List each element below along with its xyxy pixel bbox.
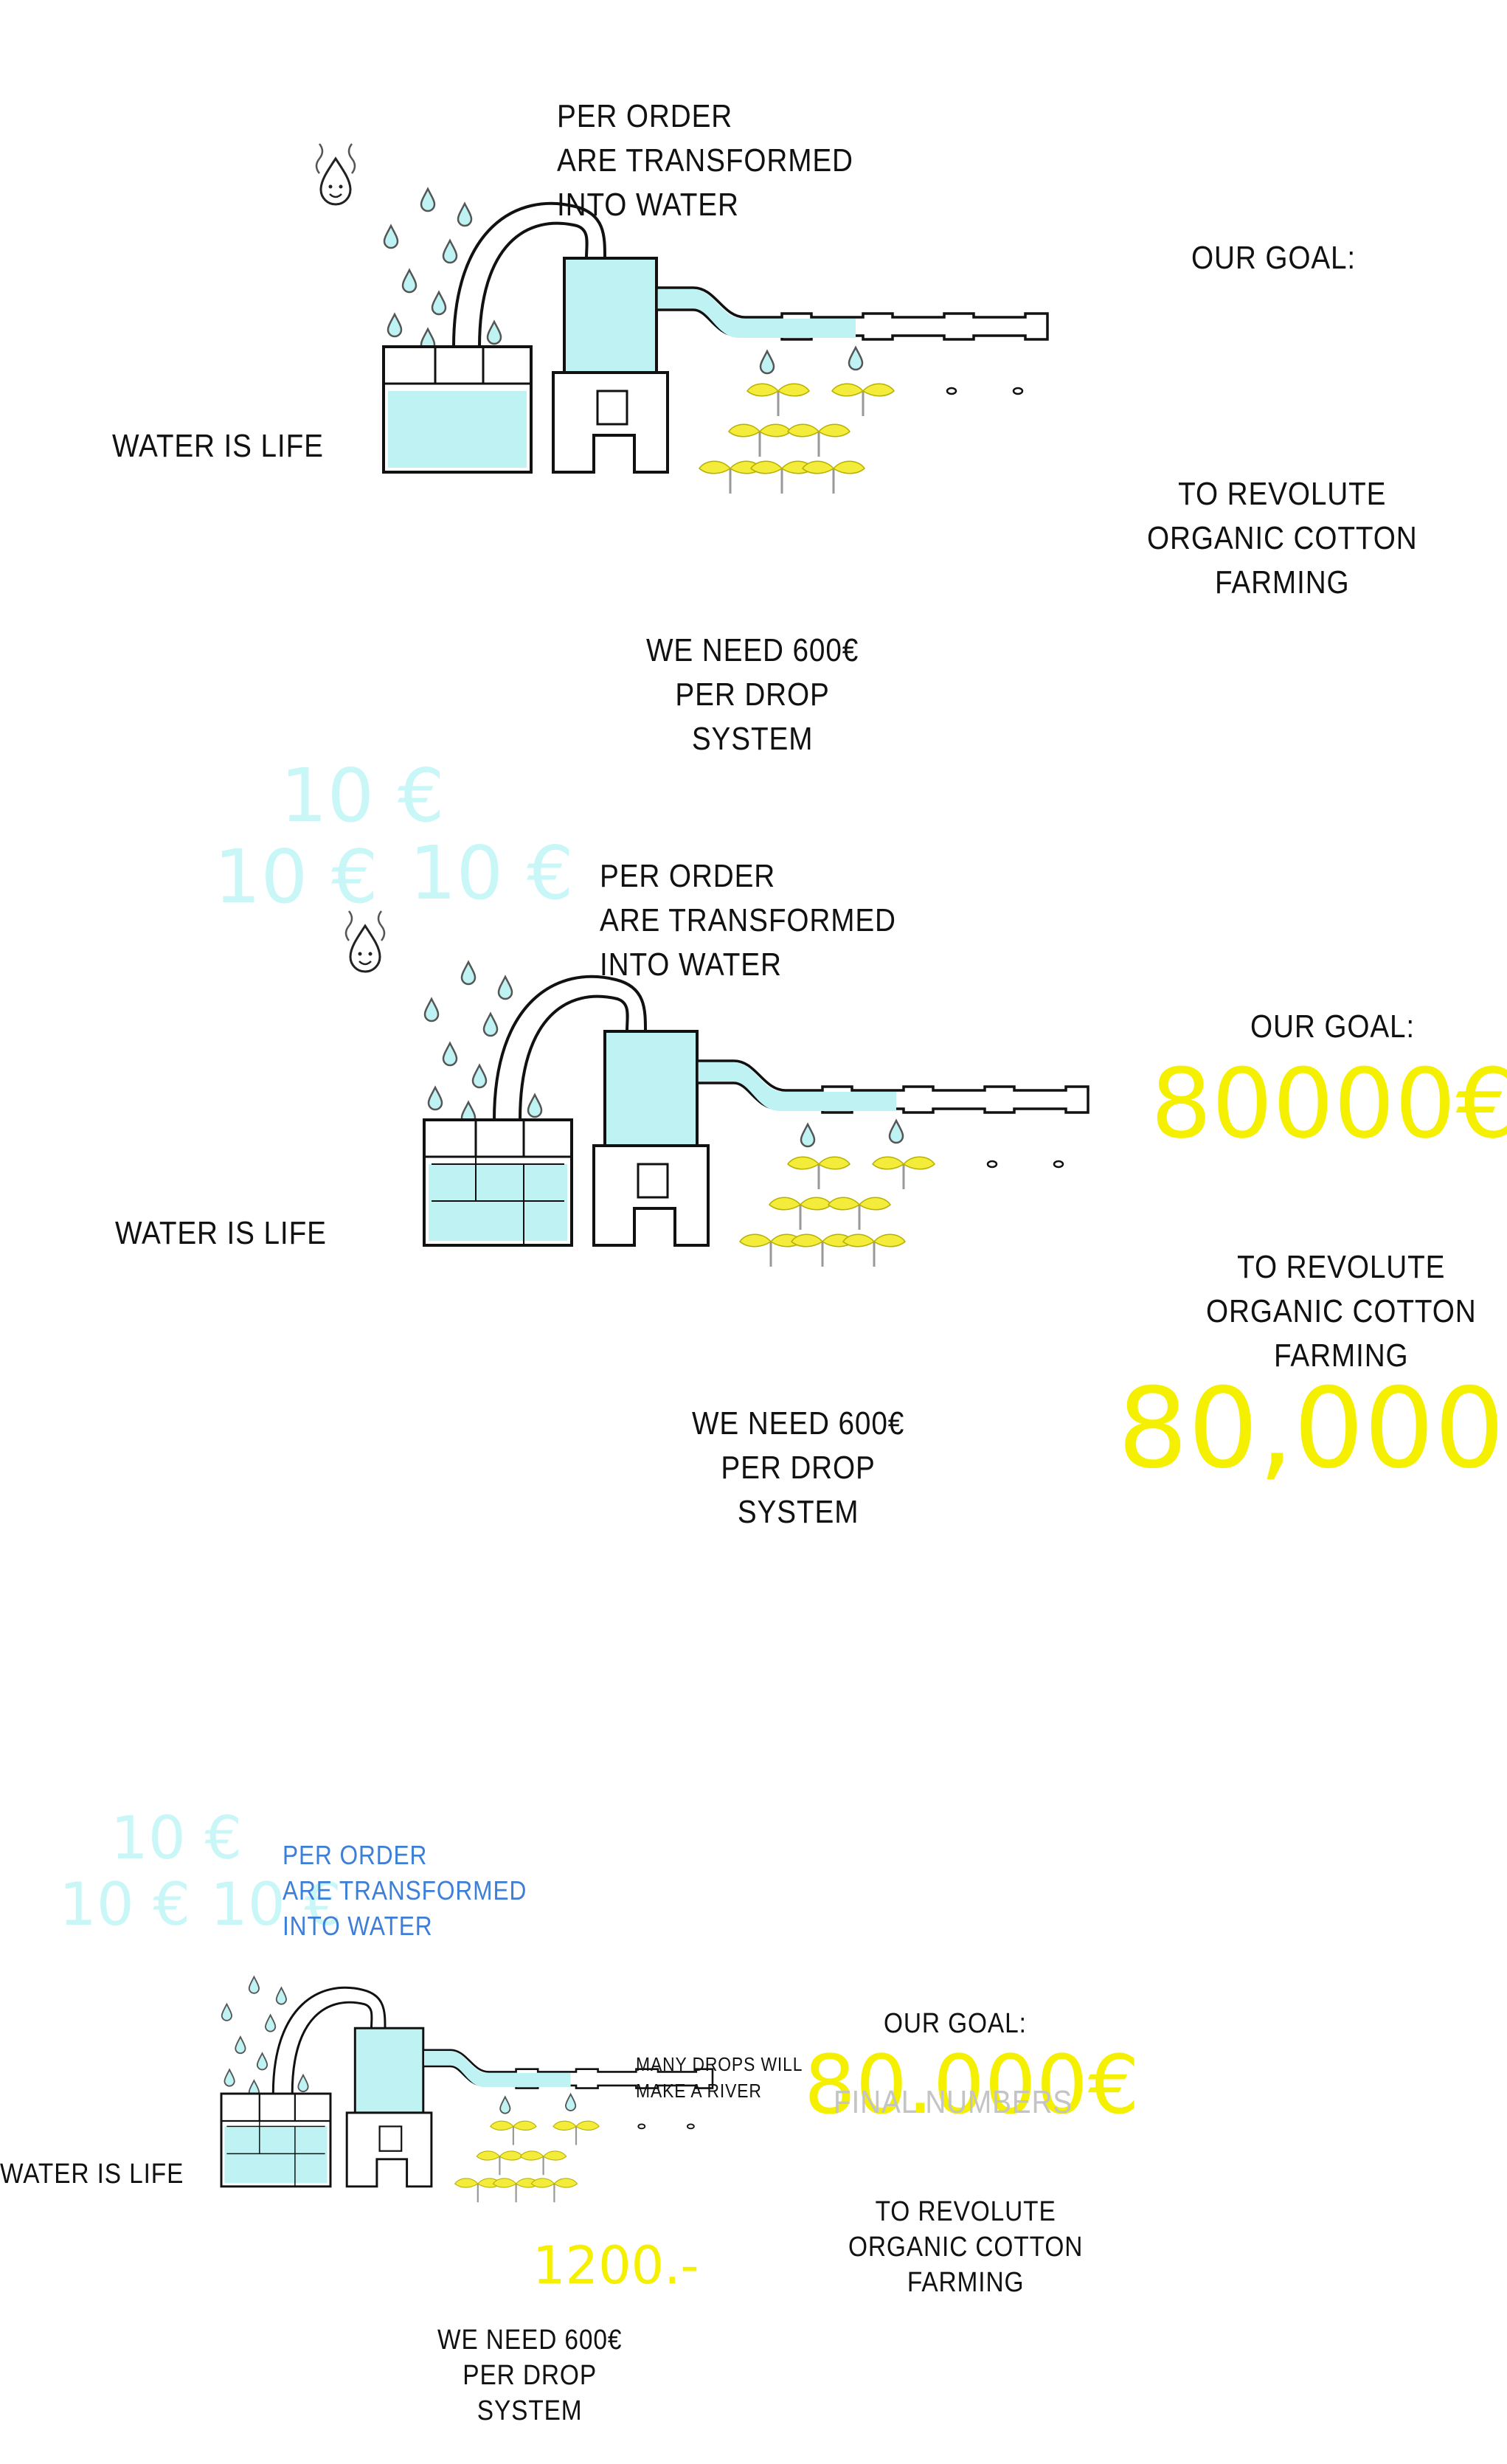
panel-3-euro-tag-1: 10 € — [111, 1804, 243, 1872]
panel-3-water-is-life: WATER IS LIFE — [0, 2159, 184, 2190]
panel-2-goal-amount: 80000€ — [1151, 1048, 1507, 1160]
panel-3-goal-amount: 80.000€ — [804, 2038, 1140, 2132]
panel-3-machine — [221, 1977, 713, 2203]
panel-2-euro-tag-2: 10 € — [214, 834, 378, 920]
panel-3-final-numbers: FINAL NUMBERS — [834, 2084, 1073, 2120]
panel-2-euro-tag-3: 10 € — [409, 830, 574, 916]
panel-2-euro-tag-1: 10 € — [280, 752, 445, 839]
panel-3-euro-tag-2: 10 € — [59, 1870, 191, 1939]
panel-3-amount-overlay: 1200.- — [533, 2235, 699, 2296]
panel-2-big-number: 80,000 — [1118, 1365, 1505, 1493]
illustration-layer — [0, 142, 1507, 2352]
panel-1-water-is-life: WATER IS LIFE — [112, 428, 324, 464]
water-character-icon — [315, 142, 356, 206]
panel-2-water-is-life: WATER IS LIFE — [115, 1215, 327, 1251]
panel-2-machine — [424, 962, 1088, 1267]
panel-3-our-goal: OUR GOAL: — [884, 2008, 1027, 2039]
water-character-icon — [344, 910, 386, 973]
panel-2-our-goal: OUR GOAL: — [1250, 1008, 1416, 1045]
panel-3-euro-tag-3: 10 € — [210, 1870, 342, 1939]
panel-1-our-goal: OUR GOAL: — [1191, 240, 1357, 276]
